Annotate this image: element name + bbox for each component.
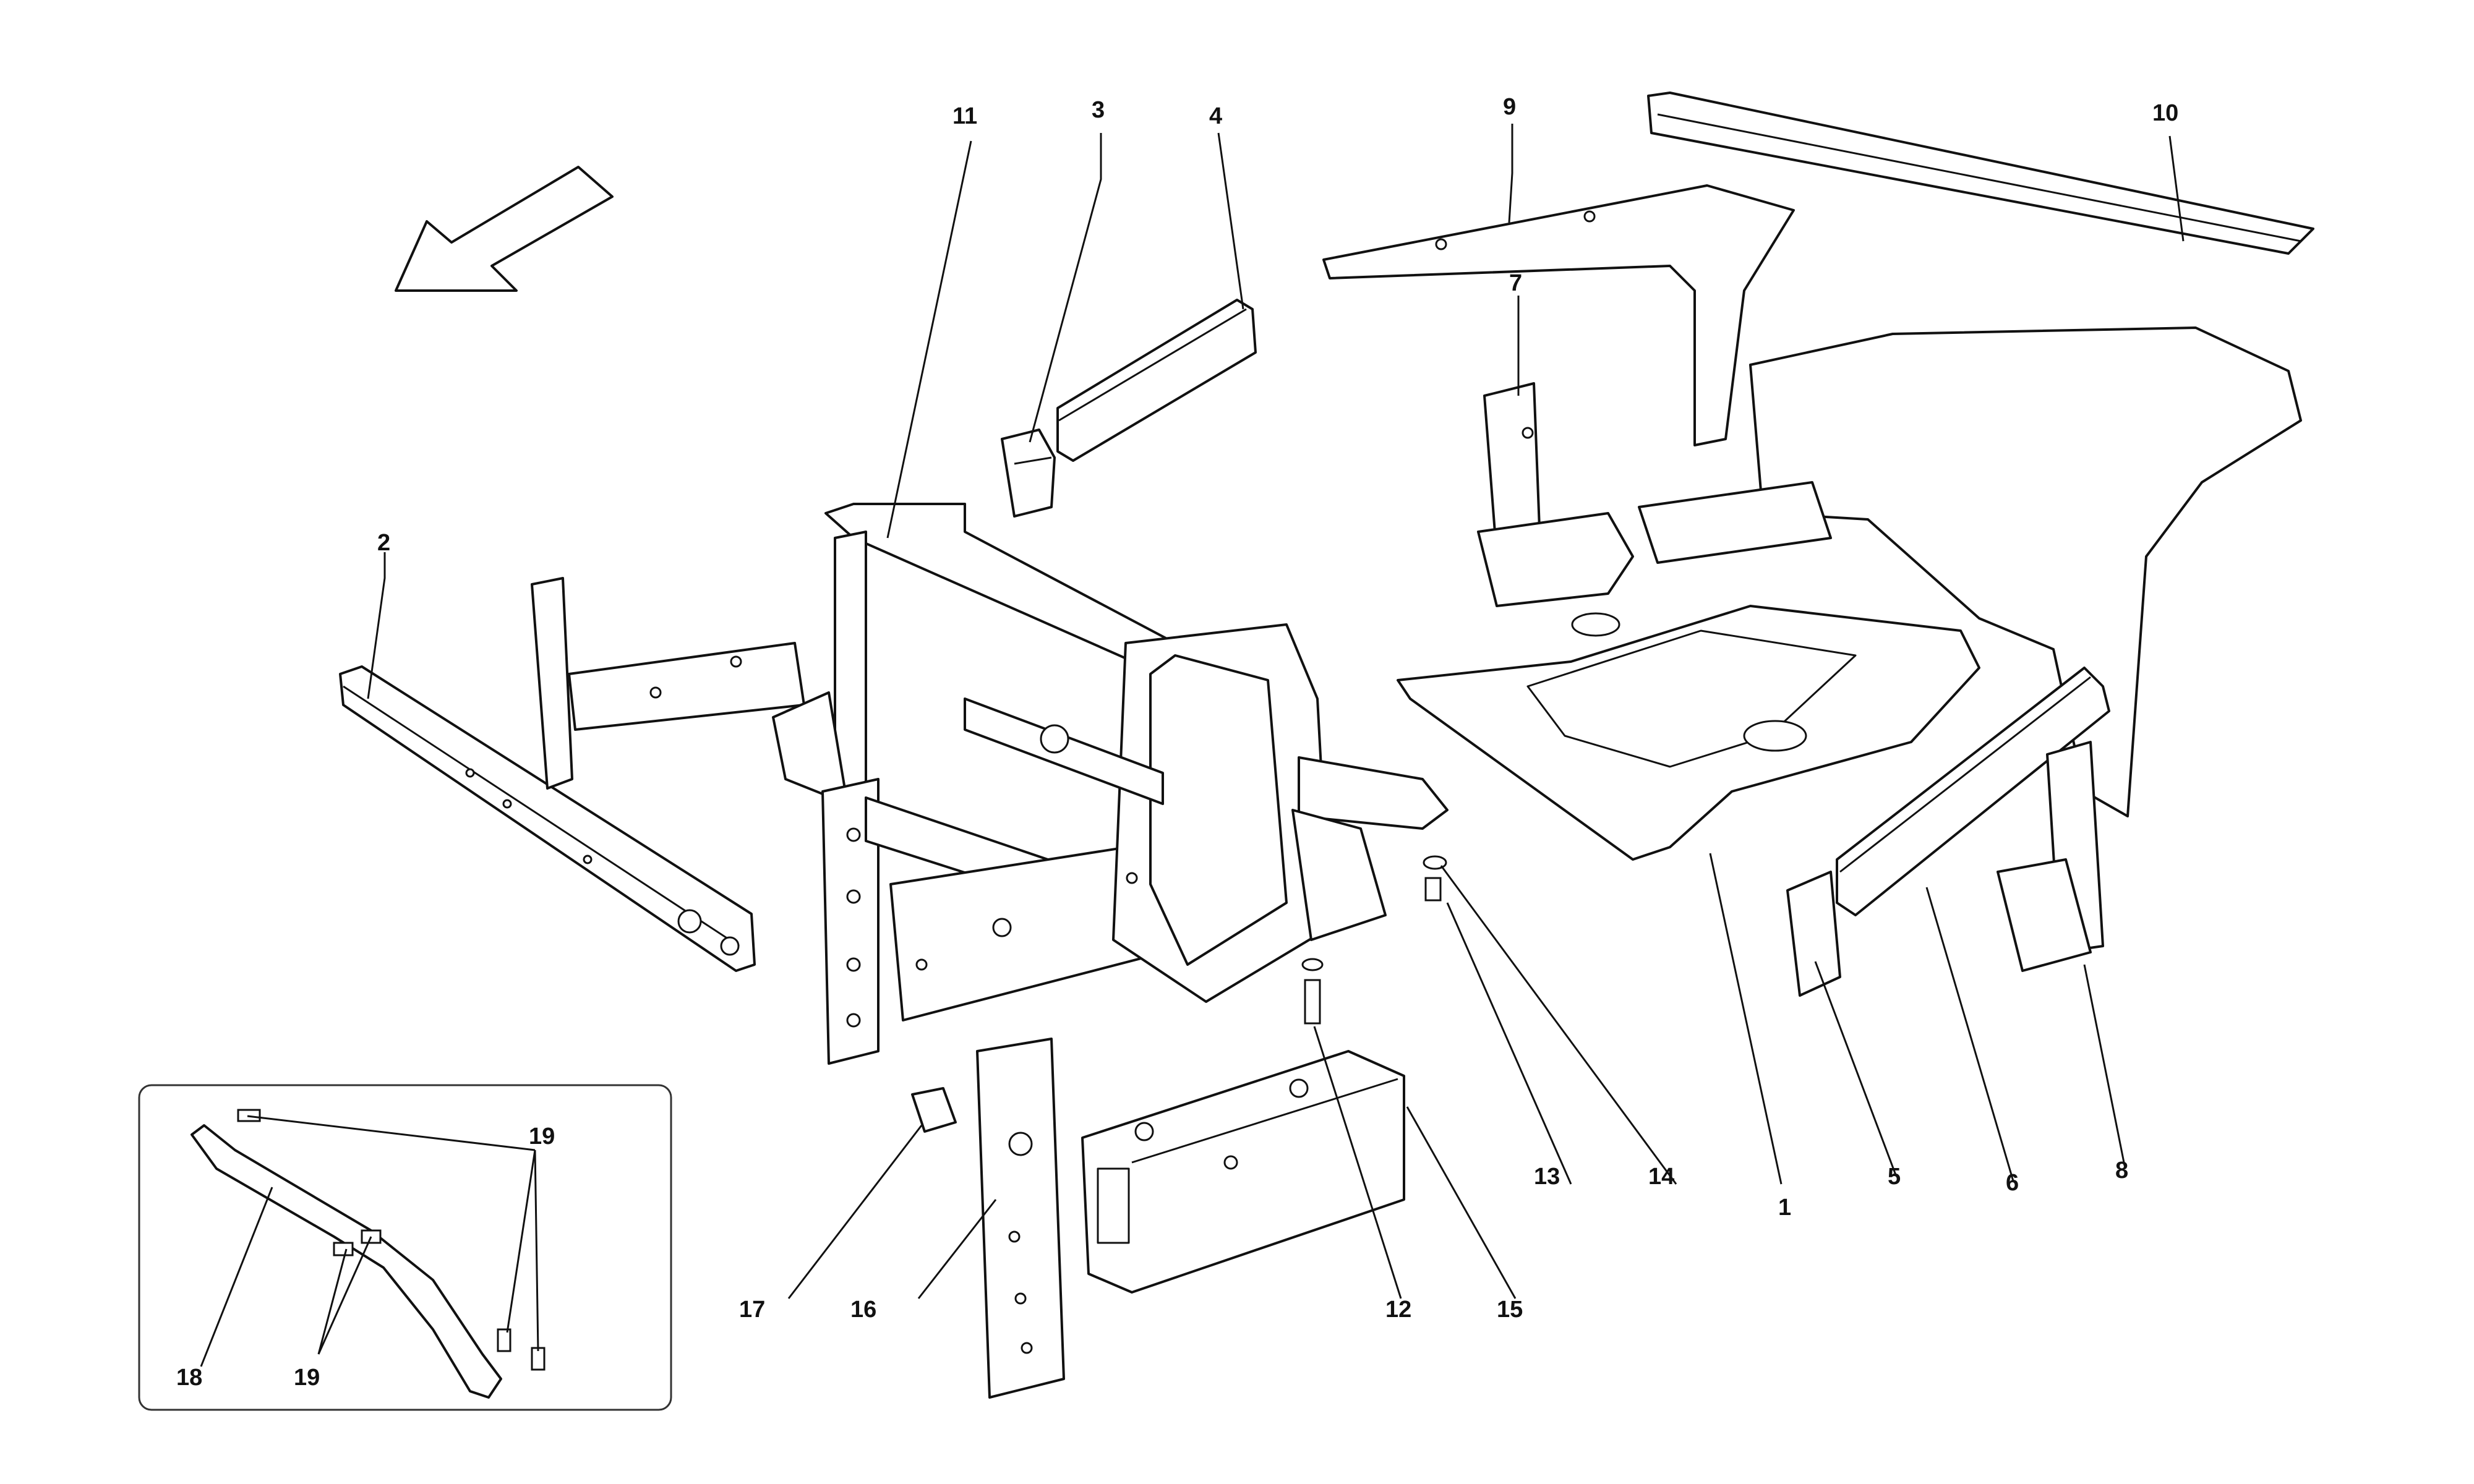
part-5-bracket (1786, 871, 1841, 997)
callout-19-top: 19 (529, 1124, 555, 1149)
inset-frame (138, 1084, 672, 1411)
callout-8: 8 (2115, 1158, 2128, 1183)
callout-16: 16 (850, 1297, 876, 1323)
part-11-front-frame (772, 503, 1449, 1065)
callout-1: 1 (1778, 1195, 1791, 1221)
callout-17: 17 (739, 1297, 765, 1323)
part-2-front-crossmember (339, 665, 756, 972)
callout-5: 5 (1888, 1164, 1901, 1190)
part-16-rail (976, 1038, 1065, 1399)
callout-2: 2 (377, 530, 390, 556)
part-15-box-section (1081, 1050, 1405, 1294)
part-13-bolt (1424, 877, 1442, 902)
callout-12: 12 (1385, 1297, 1411, 1323)
callout-10: 10 (2152, 100, 2178, 126)
callout-18: 18 (176, 1365, 202, 1391)
callout-14: 14 (1648, 1164, 1674, 1190)
part-17-spacer (911, 1087, 957, 1133)
part-10-rear-beam (1647, 92, 2314, 255)
callout-11: 11 (952, 103, 977, 129)
part-7-support (1477, 382, 1634, 607)
part-4-beam (1056, 299, 1257, 462)
callout-19-bottom: 19 (294, 1365, 320, 1391)
callout-3: 3 (1092, 97, 1105, 123)
part-8-mount (1997, 741, 2104, 972)
part-9-strut (1322, 184, 1795, 446)
rear-body-section (1638, 326, 2302, 817)
leader-lines (200, 124, 2185, 1367)
callout-7: 7 (1509, 270, 1522, 296)
part-18-tube (190, 1124, 502, 1399)
part-14-washer (1423, 855, 1447, 870)
callout-15: 15 (1497, 1297, 1523, 1323)
callout-13: 13 (1534, 1164, 1560, 1190)
callout-9: 9 (1503, 94, 1516, 120)
part-1-subframe (1397, 605, 1980, 861)
left-bracket-assembly (531, 577, 805, 790)
part-6-beam (1836, 667, 2110, 916)
part-3-bracket (1001, 429, 1056, 518)
part-19-bolts (237, 1109, 546, 1371)
callout-4: 4 (1209, 103, 1222, 129)
callout-6: 6 (2006, 1170, 2019, 1196)
arrow-left-down-icon (395, 166, 614, 292)
part-12-bolt (1301, 958, 1324, 1025)
